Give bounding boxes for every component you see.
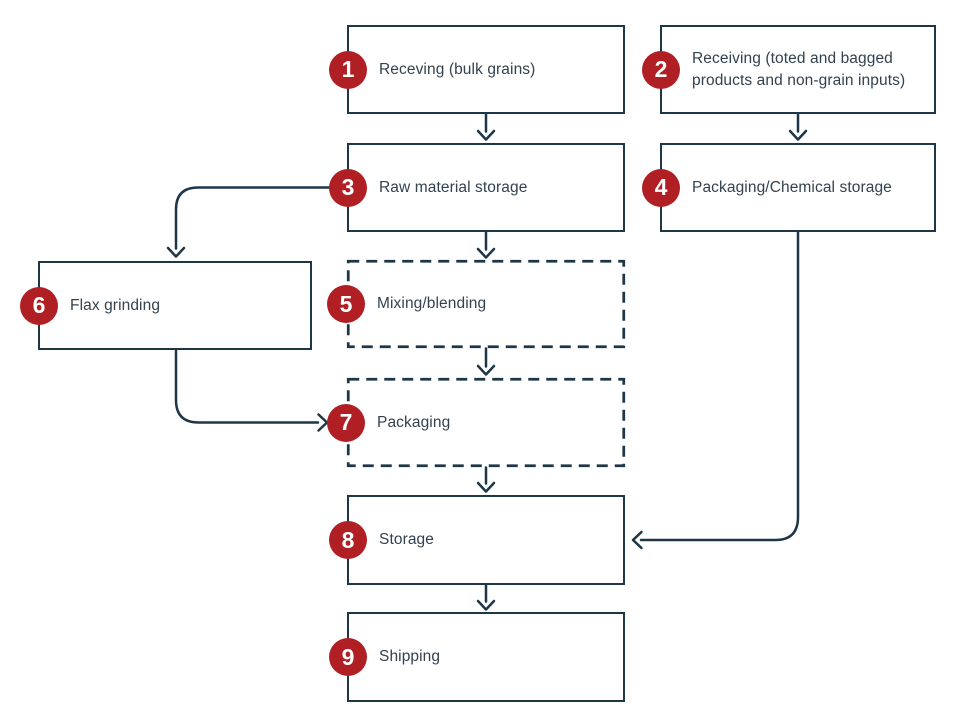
edge-5-to-7 — [476, 347, 496, 376]
node-packaging-chemical-storage: 4 Packaging/Chemical storage — [642, 143, 936, 232]
edge-3-to-5 — [476, 231, 496, 259]
node-packaging: 7 Packaging — [327, 378, 625, 467]
node-label: Packaging/Chemical storage — [692, 178, 892, 196]
step-number-badge: 2 — [642, 50, 680, 89]
node-receiving-bulk-grains: 1 Receving (bulk grains) — [329, 25, 625, 114]
arrowhead-down-icon — [476, 599, 496, 611]
arrowhead-down-icon — [476, 481, 496, 493]
node-label: Shipping — [379, 648, 441, 666]
node-flax-grinding: 6 Flax grinding — [20, 261, 312, 350]
step-number-badge: 1 — [329, 50, 367, 89]
step-number-badge: 6 — [20, 286, 58, 325]
arrowhead-down-icon — [476, 247, 496, 259]
arrowhead-down-icon — [166, 246, 186, 258]
edge-1-to-3 — [476, 113, 496, 141]
step-number-badge: 7 — [327, 403, 365, 442]
arrowhead-down-icon — [476, 364, 496, 376]
edge-4-to-8 — [631, 231, 800, 550]
node-label: Packaging — [377, 413, 451, 431]
node-label: Flax grinding — [70, 296, 161, 314]
arrowhead-left-icon — [631, 530, 643, 550]
edge-6-to-7 — [174, 349, 329, 432]
edge-3-to-6 — [166, 186, 349, 258]
node-label: Storage — [379, 531, 434, 549]
edge-7-to-8 — [476, 466, 496, 493]
step-number-badge: 5 — [327, 285, 365, 323]
step-number-badge: 8 — [329, 521, 367, 559]
arrowhead-down-icon — [788, 129, 808, 141]
arrowhead-right-icon — [317, 413, 329, 432]
node-shipping: 9 Shipping — [329, 612, 625, 702]
node-label: Mixing/blending — [377, 295, 487, 313]
node-label: Receiving (toted and bagged products and… — [692, 49, 906, 89]
edge-8-to-9 — [476, 584, 496, 611]
node-mixing-blending: 5 Mixing/blending — [327, 260, 625, 348]
step-number-badge: 3 — [329, 168, 367, 207]
node-receiving-toted-bagged: 2 Receiving (toted and bagged products a… — [642, 25, 936, 114]
step-number-badge: 9 — [329, 638, 367, 676]
node-label: Raw material storage — [379, 178, 528, 196]
node-raw-material-storage: 3 Raw material storage — [329, 143, 625, 232]
edge-2-to-4 — [788, 113, 808, 141]
arrowhead-down-icon — [476, 129, 496, 141]
node-storage: 8 Storage — [329, 495, 625, 585]
node-label: Receving (bulk grains) — [379, 60, 536, 78]
step-number-badge: 4 — [642, 168, 680, 207]
